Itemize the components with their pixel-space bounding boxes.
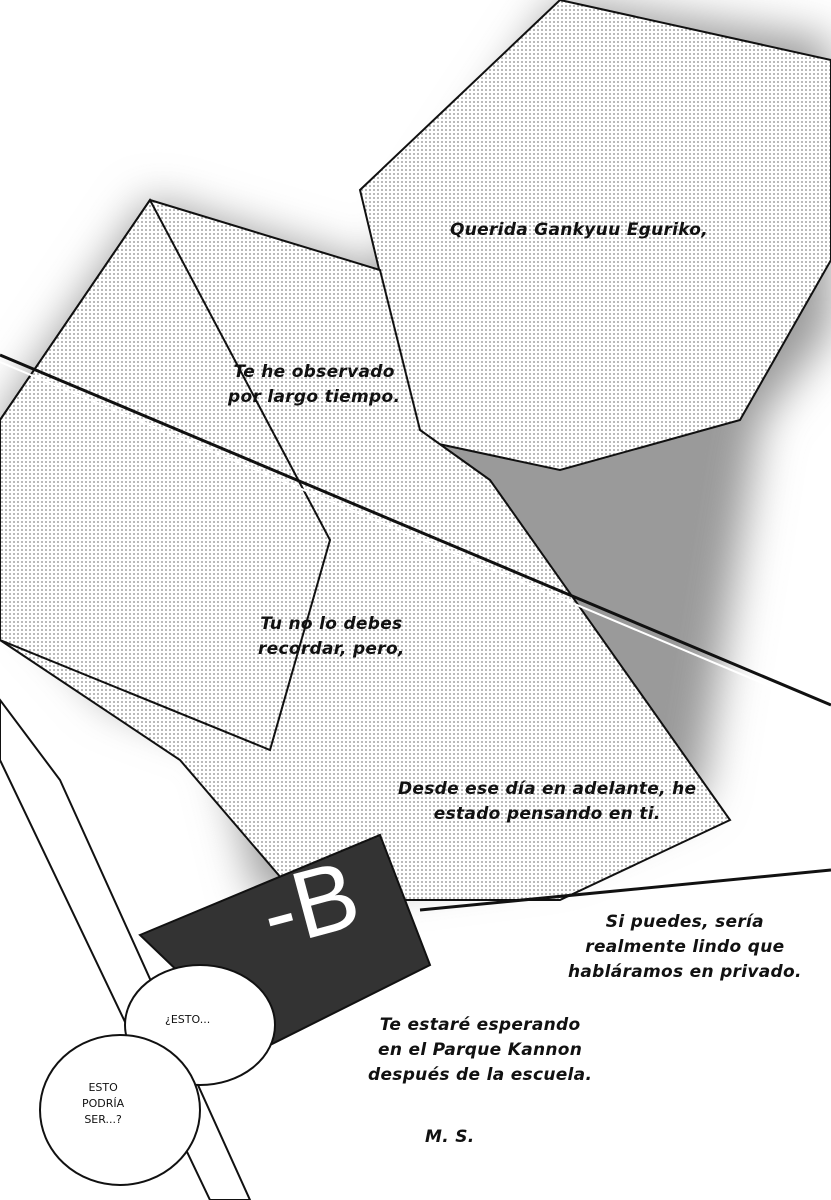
letter-line: Si puedes, seríarealmente lindo quehablá… — [568, 910, 802, 985]
letter-line: Desde ese día en adelante, heestado pens… — [398, 777, 696, 827]
text-line: realmente lindo que — [568, 935, 802, 960]
letter-line: Tu no lo debesrecordar, pero, — [258, 612, 405, 662]
text-line: después de la escuela. — [368, 1063, 592, 1088]
text-line: Te estaré esperando — [368, 1013, 592, 1038]
text-line: en el Parque Kannon — [368, 1038, 592, 1063]
text-line: recordar, pero, — [258, 637, 405, 662]
letter-line: Te he observadopor largo tiempo. — [228, 360, 400, 410]
text-line: por largo tiempo. — [228, 385, 400, 410]
bubble-text-1: ¿ESTO... — [165, 1012, 210, 1028]
text-line: estado pensando en ti. — [398, 802, 696, 827]
bubble-text-2: ESTOPODRÍASER...? — [82, 1080, 124, 1128]
letter-signature: M. S. — [425, 1125, 475, 1150]
text-line: PODRÍA — [82, 1096, 124, 1112]
text-line: ESTO — [82, 1080, 124, 1096]
letter-greeting: Querida Gankyuu Eguriko, — [450, 218, 708, 243]
text-line: Desde ese día en adelante, he — [398, 777, 696, 802]
letter-line: Te estaré esperandoen el Parque Kannonde… — [368, 1013, 592, 1088]
text-line: Tu no lo debes — [258, 612, 405, 637]
text-line: Si puedes, sería — [568, 910, 802, 935]
text-line: SER...? — [82, 1112, 124, 1128]
text-line: Te he observado — [228, 360, 400, 385]
text-line: habláramos en privado. — [568, 960, 802, 985]
